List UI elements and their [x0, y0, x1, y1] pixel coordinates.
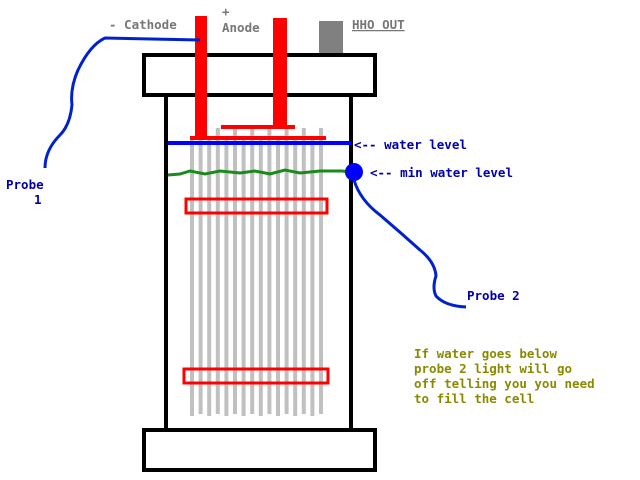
electrode-plate: [224, 140, 229, 416]
cathode-bus-bar: [190, 136, 326, 140]
electrode-plate: [319, 128, 323, 414]
electrode-plate: [310, 140, 315, 416]
hho-out-port: [319, 21, 343, 53]
min-water-level-label: <-- min water level: [370, 165, 513, 180]
anode-sign-label: +: [222, 4, 230, 19]
water-level-label: <-- water level: [354, 137, 467, 152]
cathode-rod: [195, 16, 207, 138]
probe-2-label: Probe 2: [467, 288, 520, 303]
upper-spacer: [184, 197, 329, 215]
note-line-3: off telling you you need: [414, 376, 595, 391]
electrode-plate: [276, 140, 280, 416]
note-line-4: to fill the cell: [414, 391, 534, 406]
electrode-plate: [293, 140, 298, 416]
probe-1-label: Probe: [6, 177, 44, 192]
top-cap: [142, 53, 377, 97]
electrode-plate: [267, 128, 272, 414]
cathode-label: - Cathode: [109, 17, 177, 32]
anode-bus-bar: [221, 125, 295, 129]
min-water-level-line: [167, 168, 352, 177]
electrode-plate: [258, 140, 263, 416]
probe-1-number: 1: [34, 192, 42, 207]
electrode-plate: [215, 128, 220, 414]
lower-spacer: [182, 367, 330, 385]
electrode-plates: [190, 128, 323, 416]
bottom-cap: [142, 428, 377, 472]
electrode-plate: [241, 140, 246, 416]
probe-2-dot: [345, 163, 363, 181]
electrode-plate: [198, 128, 203, 414]
electrode-plate: [301, 128, 306, 414]
electrode-plate: [233, 128, 237, 414]
electrode-plate: [207, 140, 212, 416]
electrode-plate: [190, 140, 194, 416]
electrode-plate: [250, 128, 255, 414]
note-line-2: probe 2 light will go: [414, 361, 572, 376]
probe-2-wire: [352, 179, 467, 309]
note-line-1: If water goes below: [414, 346, 557, 361]
hho-out-label: HHO OUT: [352, 17, 405, 32]
anode-label: Anode: [222, 20, 260, 35]
anode-rod: [273, 18, 287, 128]
probe-1-wire: [43, 36, 201, 169]
electrode-plate: [284, 128, 289, 414]
